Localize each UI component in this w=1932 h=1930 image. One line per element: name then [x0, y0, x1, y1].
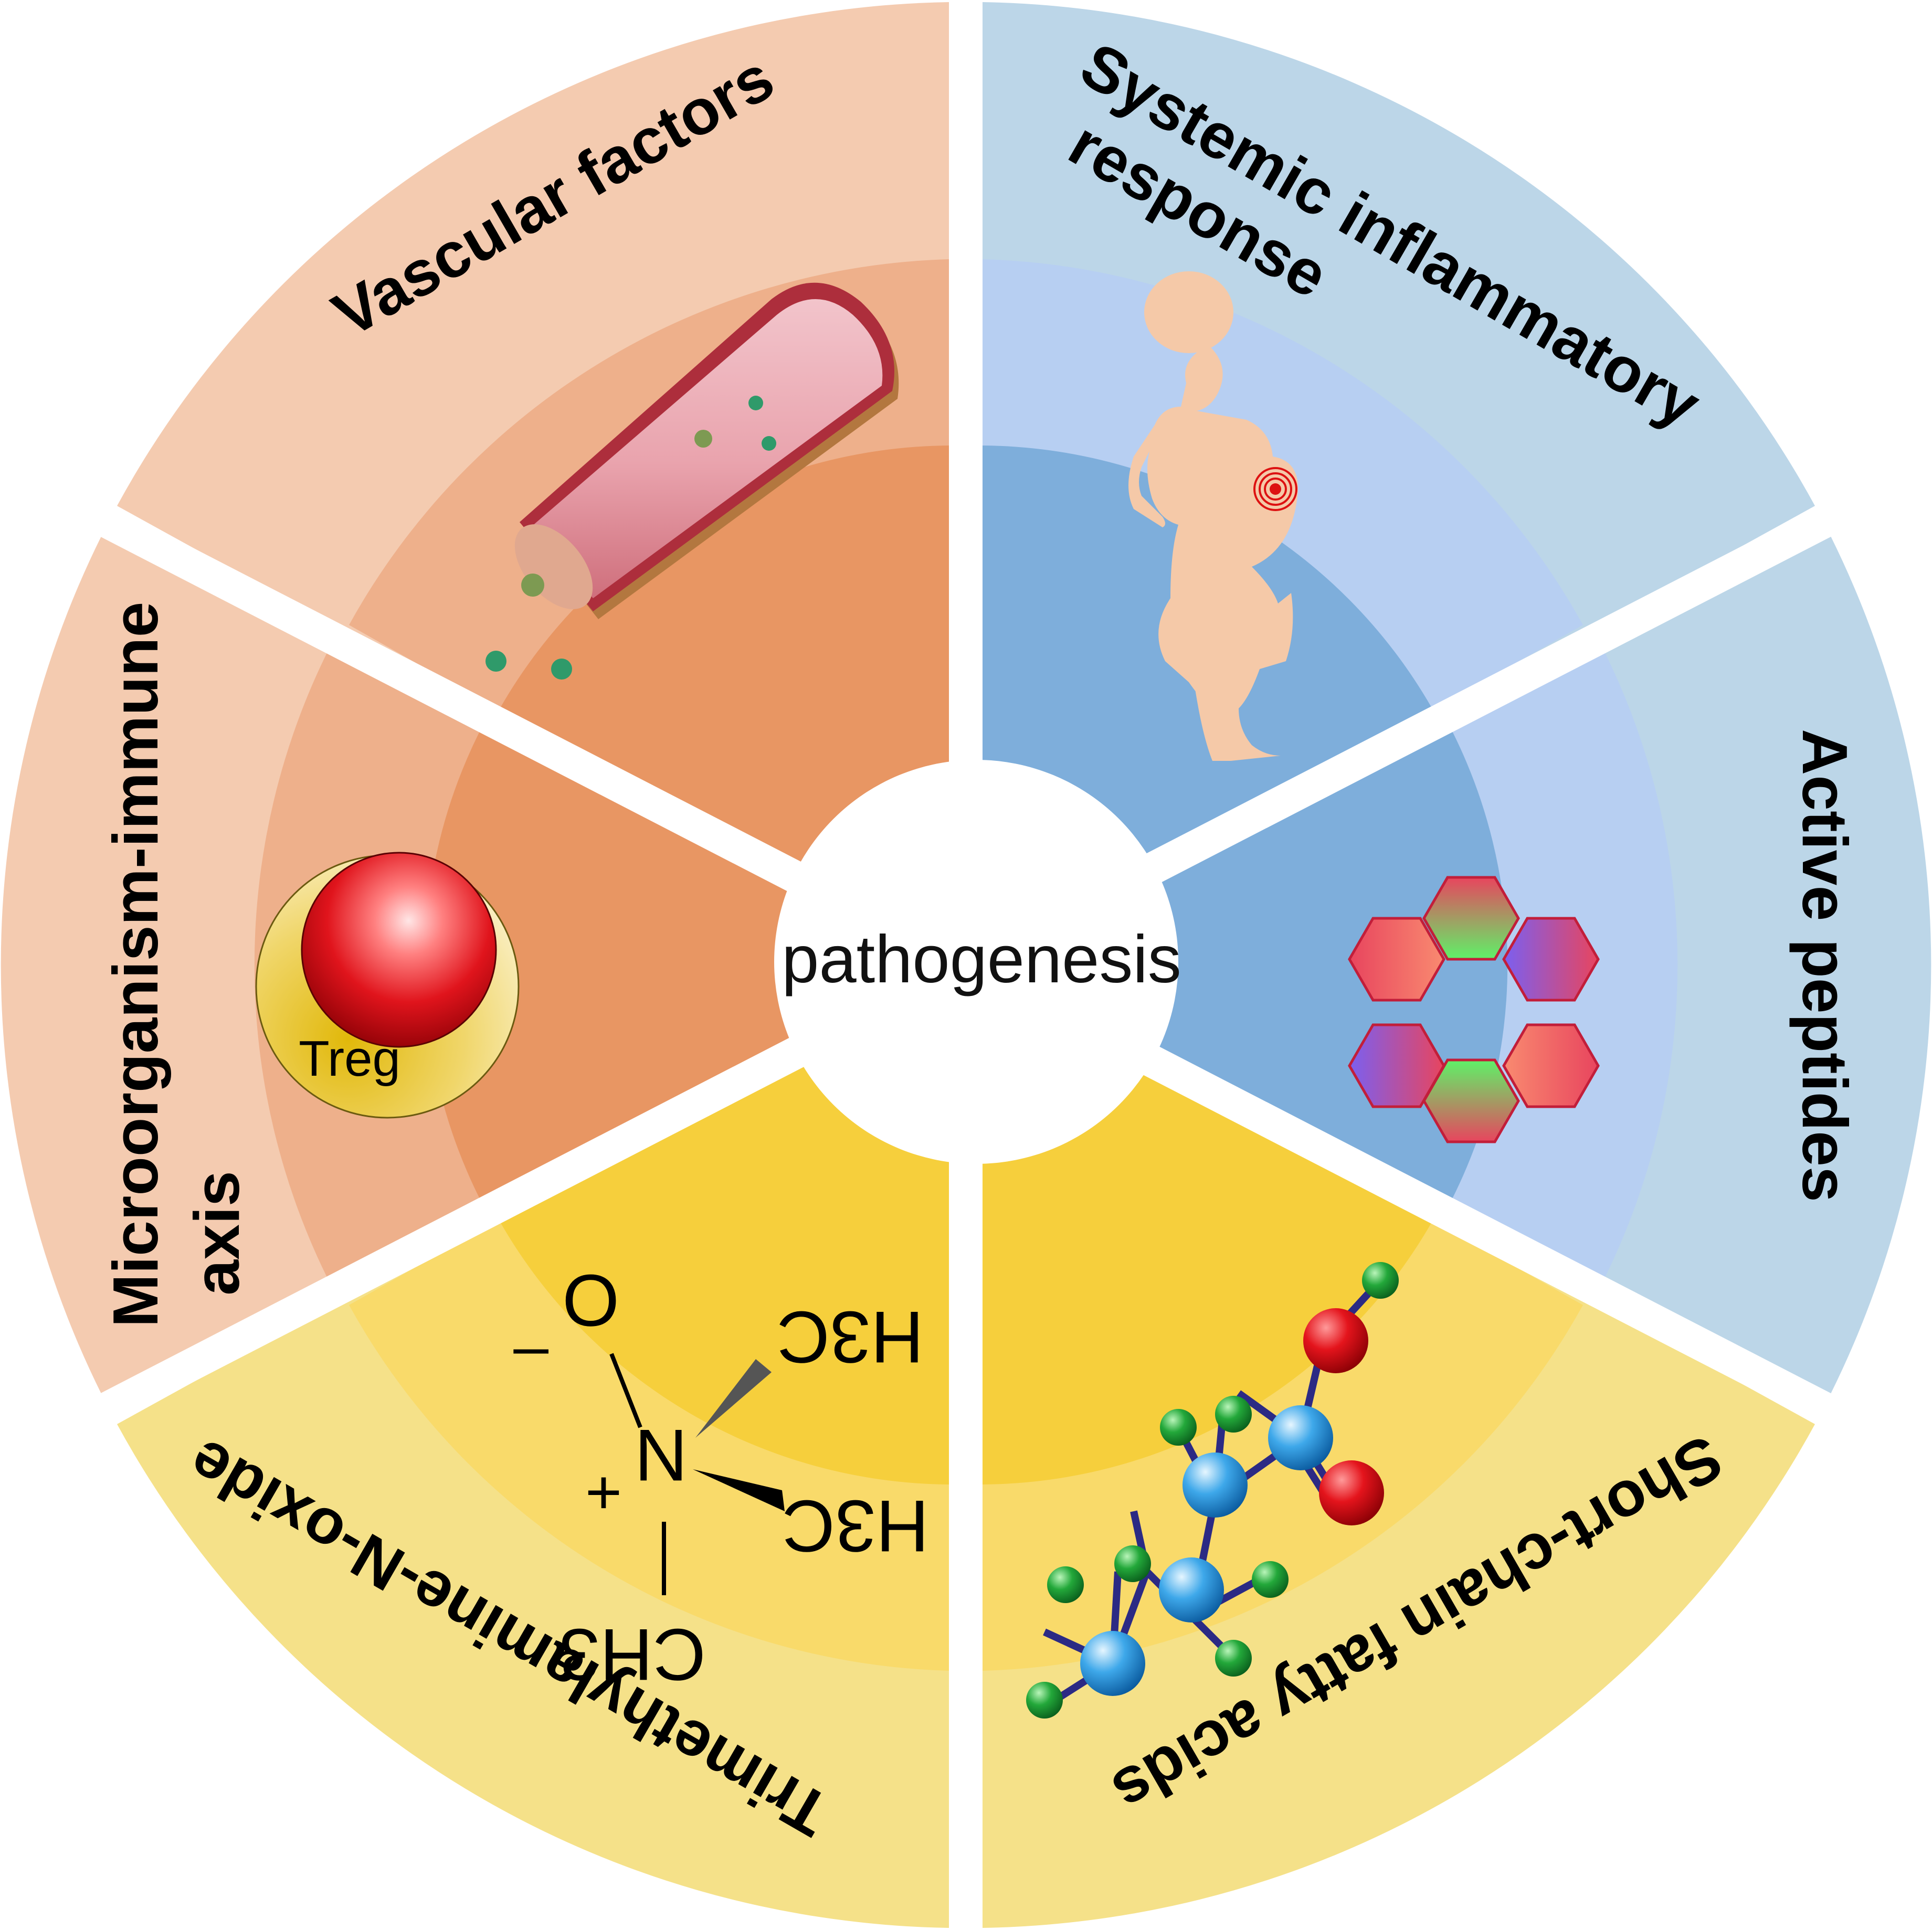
particle-dot: [521, 574, 544, 597]
particle-dot: [762, 436, 776, 451]
tmao-minus: –: [513, 1322, 548, 1392]
label-line: Microorganism-immune: [100, 602, 171, 1328]
segment-inner-band: [424, 724, 935, 1206]
hydrogen-atom: [1252, 1561, 1289, 1598]
oxygen-atom: [1319, 1460, 1384, 1525]
treg-cell-icon: Treg: [255, 852, 520, 1119]
center-label: pathogenesis: [782, 922, 1181, 997]
center-hub: pathogenesis: [774, 760, 1181, 1164]
oxygen-atom: [1303, 1308, 1368, 1373]
hydrogen-atom: [1047, 1566, 1084, 1603]
tmao-structure: CH3 N + H3C H3C O –: [513, 1259, 929, 1696]
tmao-h3c-lower: H3C: [777, 1296, 924, 1378]
pregnant-woman-icon: [1128, 271, 1298, 761]
particle-dot: [694, 430, 712, 448]
tmao-oxygen: O: [562, 1259, 619, 1342]
hydrogen-atom: [1215, 1396, 1252, 1433]
particle-dot: [551, 659, 572, 680]
particle-dot: [485, 651, 506, 672]
peptide-hexagon: [1422, 1058, 1520, 1143]
peptide-hexagon-ring: [1348, 876, 1600, 1143]
particle-dot: [748, 396, 763, 410]
hydrogen-atom: [1114, 1545, 1151, 1582]
hydrogen-atom: [1362, 1262, 1399, 1299]
hydrogen-atom: [1026, 1682, 1063, 1719]
tmao-ch3: CH3: [559, 1614, 706, 1696]
peptide-hexagon: [1502, 917, 1600, 1002]
peptide-hexagon: [1422, 876, 1520, 961]
carbon-atom: [1183, 1452, 1248, 1518]
carbon-atom: [1080, 1631, 1145, 1696]
carbon-atom: [1159, 1557, 1224, 1623]
peptide-hexagon: [1348, 917, 1445, 1002]
target-icon: [1253, 467, 1297, 511]
tmao-plus: +: [585, 1458, 622, 1529]
peptide-hexagon: [1348, 1023, 1445, 1108]
blood-vessel-illustration: [485, 282, 899, 680]
treg-label: Treg: [299, 1031, 400, 1087]
carbon-atom: [1268, 1405, 1333, 1470]
peptide-hexagon: [1502, 1023, 1600, 1108]
fatty-acid-molecule: [1026, 1262, 1399, 1719]
label-active-peptides: Active peptides: [1789, 729, 1861, 1202]
tmao-h3c-upper: H3C: [782, 1485, 929, 1567]
label-microorganism-immune-axis: Microorganism-immune axis: [100, 602, 252, 1328]
hydrogen-atom: [1215, 1640, 1252, 1677]
label-line: axis: [181, 1171, 252, 1295]
tmao-nitrogen: N: [635, 1414, 688, 1497]
hydrogen-atom: [1160, 1409, 1197, 1446]
